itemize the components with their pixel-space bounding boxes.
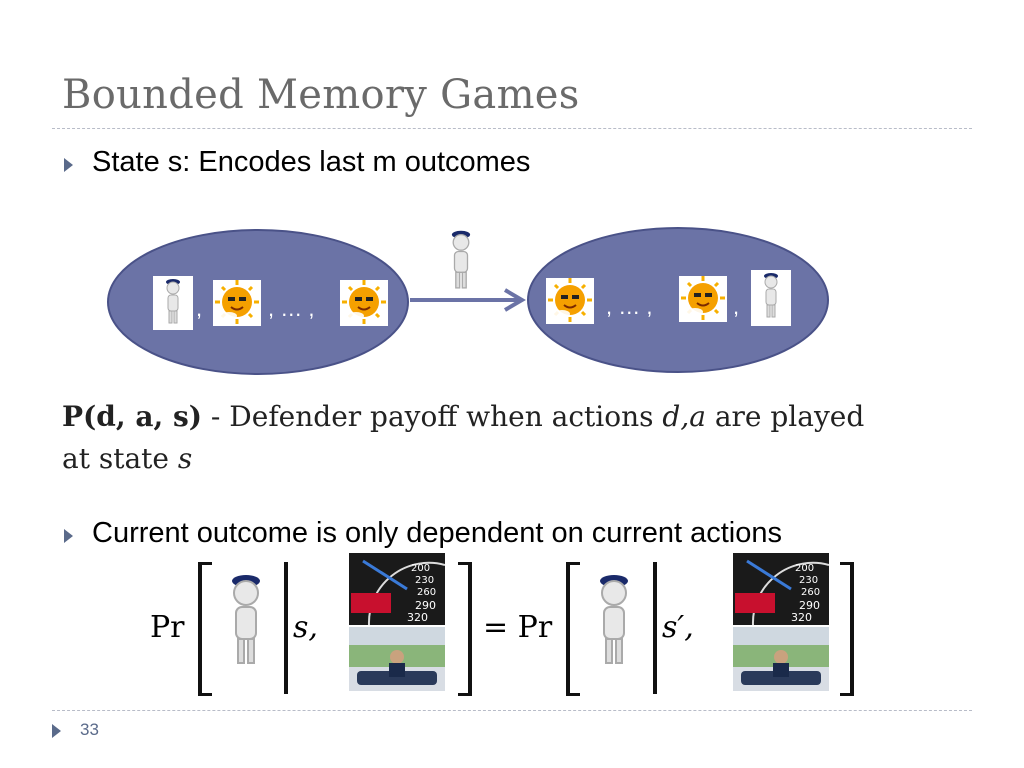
- eq-equals-pr: = Pr: [483, 610, 553, 645]
- payoff-line-2: at state s: [62, 442, 192, 475]
- payoff-text: - Defender payoff when actions: [202, 400, 663, 433]
- svg-text:320: 320: [791, 611, 812, 624]
- eq-conditional-bar-left: [284, 562, 288, 694]
- title-divider: [52, 128, 972, 129]
- svg-text:230: 230: [415, 575, 434, 586]
- svg-text:200: 200: [795, 563, 814, 574]
- bullet-marker-1: [64, 158, 73, 172]
- eq-conditional-bar-right: [653, 562, 657, 694]
- state-s-prime-ellipse: [527, 227, 829, 373]
- left-separator-2: , … ,: [268, 296, 315, 321]
- transition-arrow-head: [503, 288, 526, 312]
- slide-title: Bounded Memory Games: [62, 72, 580, 118]
- svg-text:290: 290: [799, 599, 820, 612]
- payoff-line-1: P(d, a, s) - Defender payoff when action…: [62, 400, 864, 433]
- eq-bracket-left-close: [458, 562, 472, 696]
- eq-pr-left: Pr: [150, 610, 185, 645]
- eq-s-prime: s′,: [662, 610, 694, 645]
- svg-text:290: 290: [415, 599, 436, 612]
- eq-bracket-right-open: [566, 562, 580, 696]
- payoff-state-var: s: [177, 442, 193, 475]
- page-number: 33: [80, 720, 99, 739]
- payoff-actions: d,a: [662, 400, 706, 433]
- payoff-end: are played: [705, 400, 865, 433]
- bullet-state: State s: Encodes last m outcomes: [92, 146, 531, 178]
- payoff-symbol: P(d, a, s): [62, 400, 203, 433]
- right-separator-1: , … ,: [606, 294, 653, 319]
- speedometer-icon: 200 230 260 290 320: [733, 553, 829, 625]
- payoff-state-text: at state: [62, 442, 178, 475]
- bullet-marker-2: [64, 529, 73, 543]
- footer-marker: [52, 724, 61, 738]
- eq-s: s,: [293, 610, 318, 645]
- eq-bracket-right-close: [840, 562, 854, 696]
- right-separator-2: ,: [733, 294, 740, 319]
- svg-text:200: 200: [411, 563, 430, 574]
- footer-divider: [52, 710, 972, 711]
- svg-text:260: 260: [801, 587, 820, 598]
- left-separator-1: ,: [196, 296, 203, 321]
- svg-text:230: 230: [799, 575, 818, 586]
- eq-bracket-left-open: [198, 562, 212, 696]
- svg-text:260: 260: [417, 587, 436, 598]
- police-car-icon: [733, 627, 829, 691]
- police-car-icon: [349, 627, 445, 691]
- svg-text:320: 320: [407, 611, 428, 624]
- police-officer-icon: [578, 565, 650, 675]
- bullet-outcome: Current outcome is only dependent on cur…: [92, 517, 782, 549]
- police-officer-icon: [210, 565, 282, 675]
- speedometer-icon: 200 230 260 290 320: [349, 553, 445, 625]
